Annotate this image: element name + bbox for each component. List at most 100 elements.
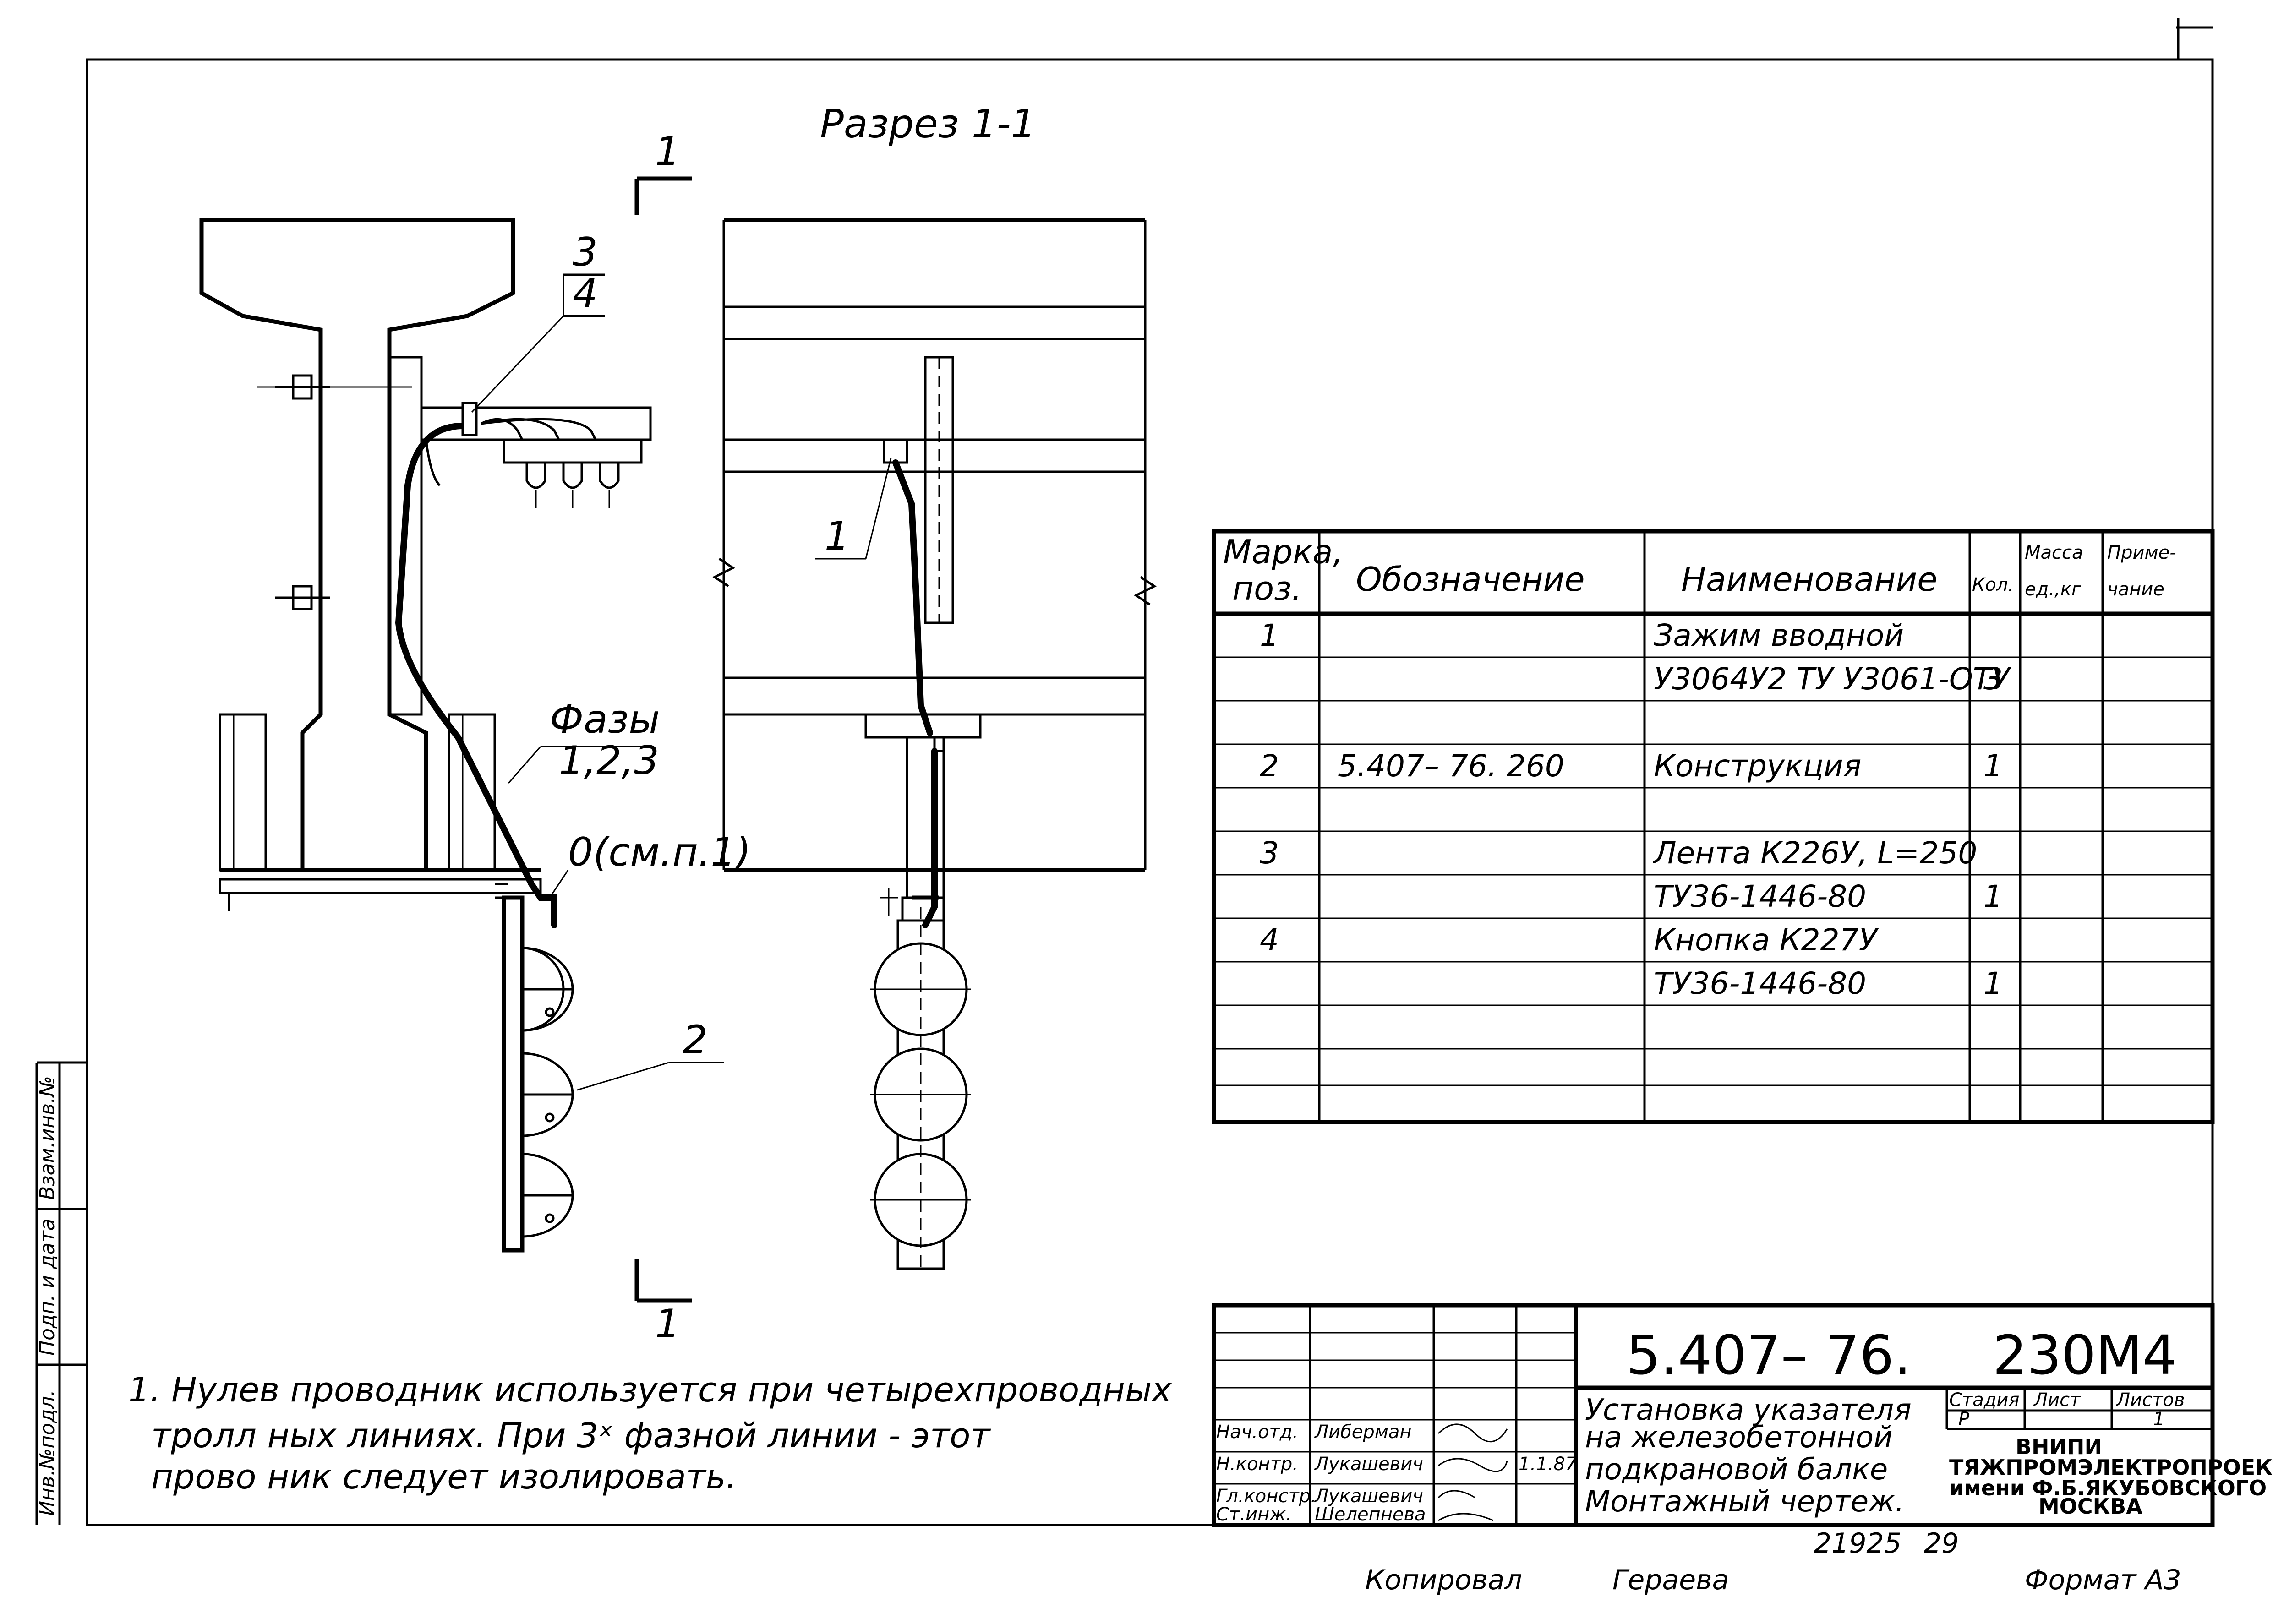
copied-by: Копировал <box>1365 1564 1522 1596</box>
svg-text:Конструкция: Конструкция <box>1654 748 1861 784</box>
name-2: Лукашевич <box>1314 1454 1423 1475</box>
title-line-1: Установка указателя <box>1585 1393 1912 1427</box>
title-line-3: подкрановой балке <box>1585 1453 1888 1487</box>
sheet-code: 230М4 <box>1993 1324 2177 1387</box>
table-row: ТУ36-1446-80 1 <box>1654 966 2003 1001</box>
svg-text:Зажим вводной: Зажим вводной <box>1654 618 1904 653</box>
svg-text:2: 2 <box>683 1017 708 1063</box>
callout-item-1: 1 <box>815 458 892 560</box>
callout-zero-conductor: 0(см.п.1) <box>549 829 751 898</box>
role-1: Нач.отд. <box>1216 1422 1298 1443</box>
title-line-2: на железобетонной <box>1585 1421 1893 1455</box>
svg-text:ТУ36-1446-80: ТУ36-1446-80 <box>1654 966 1866 1001</box>
org-line-1: ВНИПИ <box>2016 1434 2102 1459</box>
table-row: 1 Зажим вводной <box>1260 618 1904 653</box>
table-row: 2 5.407– 76. 260 Конструкция 1 <box>1260 748 2003 784</box>
note-line-2: тролл ных линиях. При 3ˣ фазной линии - … <box>151 1416 991 1455</box>
table-row: 4 Кнопка К227У <box>1260 922 1879 958</box>
svg-text:1,2,3: 1,2,3 <box>559 738 659 784</box>
crane-beam-section <box>199 218 652 1253</box>
name-1: Либерман <box>1314 1422 1412 1443</box>
sidebar-replace-label: Взам.инв.№ <box>36 1076 59 1200</box>
svg-text:1: 1 <box>1260 618 1279 653</box>
svg-text:1: 1 <box>1983 879 2003 914</box>
general-notes: 1. Нулев проводник используется при четы… <box>128 1370 1172 1497</box>
page-number: 29 <box>1924 1527 1959 1559</box>
role-3: Гл.констр. <box>1216 1486 1317 1507</box>
stage-value: Р <box>1958 1409 1970 1430</box>
header-designation: Обозначение <box>1356 560 1585 599</box>
svg-text:4: 4 <box>573 271 598 316</box>
indicator-lamp-1 <box>522 947 574 1032</box>
svg-text:1: 1 <box>655 1301 680 1347</box>
name-4: Шелепнева <box>1315 1504 1426 1525</box>
org-line-2: ТЯЖПРОМЭЛЕКТРОПРОЕКТ <box>1949 1455 2273 1480</box>
sidebar-signature-label: Подп. и дата <box>36 1218 59 1356</box>
sheets-header: Листов <box>2115 1390 2185 1411</box>
date-mark: 1.1.87 <box>1519 1454 1577 1475</box>
role-4: Ст.инж. <box>1216 1504 1292 1525</box>
svg-text:У3064У2 ТУ У3061-ОТУ: У3064У2 ТУ У3061-ОТУ <box>1654 661 2011 697</box>
footer: 21925 29 Копировал Гераева Формат А3 <box>1365 1527 2181 1596</box>
svg-text:Лента К226У, L=250: Лента К226У, L=250 <box>1653 835 1977 871</box>
drawn-by: Гераева <box>1612 1564 1729 1596</box>
sheets-value: 1 <box>2153 1409 2164 1430</box>
header-mass-line2: ед.,кг <box>2025 579 2082 600</box>
sheet-header: Лист <box>2033 1390 2081 1411</box>
sheet-frame <box>86 18 2214 1526</box>
header-qty: Кол. <box>1972 574 2014 595</box>
note-line-1: 1. Нулев проводник используется при четы… <box>128 1370 1172 1410</box>
svg-text:1: 1 <box>1983 966 2003 1001</box>
svg-text:Фазы: Фазы <box>550 697 660 742</box>
callout-item-2: 2 <box>577 1017 724 1091</box>
svg-text:3: 3 <box>573 229 598 275</box>
svg-text:4: 4 <box>1260 922 1279 958</box>
org-line-3: имени Ф.Б.ЯКУБОВСКОГО <box>1949 1476 2267 1500</box>
svg-text:1: 1 <box>1983 748 2003 784</box>
specification-table: Марка, поз. Обозначение Наименование Кол… <box>1212 529 2215 1124</box>
anchor-bolt-upper <box>257 374 412 400</box>
indicator-lamp-3 <box>522 1153 574 1238</box>
stage-header: Стадия <box>1949 1390 2019 1411</box>
svg-text:2: 2 <box>1260 748 1279 784</box>
svg-text:1: 1 <box>655 129 680 174</box>
svg-text:1: 1 <box>825 513 850 559</box>
title-block: 5.407– 76. 230М4 Установка указателя на … <box>1212 1303 2273 1527</box>
svg-text:0(см.п.1): 0(см.п.1) <box>568 829 751 875</box>
svg-text:Кнопка К227У: Кнопка К227У <box>1654 922 1879 958</box>
title-line-4: Монтажный чертеж. <box>1585 1485 1904 1519</box>
table-row: 3 Лента К226У, L=250 <box>1260 835 1977 871</box>
svg-text:3: 3 <box>1260 835 1279 871</box>
indicator-lamp-2 <box>522 1052 574 1137</box>
trolley-clamps <box>503 440 643 508</box>
sidebar-inventory-label: Инв.№подл. <box>36 1390 59 1516</box>
section-title: Разрез 1-1 <box>820 101 1036 147</box>
header-mark-line2: поз. <box>1232 569 1302 608</box>
anchor-bolt-lower <box>275 585 330 610</box>
archive-number: 21925 <box>1814 1527 1901 1559</box>
binding-sidebar: Инв.№подл. Подп. и дата Взам.инв.№ <box>35 1061 87 1525</box>
svg-text:5.407– 76. 260: 5.407– 76. 260 <box>1338 748 1564 784</box>
note-line-3: прово ник следует изолировать. <box>151 1457 737 1497</box>
role-2: Н.контр. <box>1216 1454 1298 1475</box>
cut-marker-bottom: 1 <box>634 1259 692 1347</box>
header-note-line2: чание <box>2107 579 2164 600</box>
svg-text:ТУ36-1446-80: ТУ36-1446-80 <box>1654 879 1866 914</box>
cut-marker-top: 1 <box>634 129 692 215</box>
side-elevation <box>712 218 1157 1270</box>
phase-cable <box>395 423 557 928</box>
header-name: Наименование <box>1681 560 1938 599</box>
callout-phases: Фазы 1,2,3 <box>508 697 660 784</box>
org-line-4: МОСКВА <box>2038 1494 2142 1519</box>
table-row: ТУ36-1446-80 1 <box>1654 879 2003 914</box>
header-note-line1: Приме- <box>2107 542 2176 563</box>
callout-item-3-4: 3 4 <box>471 229 605 413</box>
svg-text:3: 3 <box>1983 661 2003 697</box>
table-row: У3064У2 ТУ У3061-ОТУ 3 <box>1654 661 2011 697</box>
name-3: Лукашевич <box>1314 1486 1423 1507</box>
header-mass-line1: Масса <box>2025 542 2083 563</box>
sheet-format: Формат А3 <box>2025 1564 2181 1596</box>
document-number: 5.407– 76. <box>1626 1324 1911 1387</box>
header-mark-line1: Марка, <box>1223 533 1343 571</box>
